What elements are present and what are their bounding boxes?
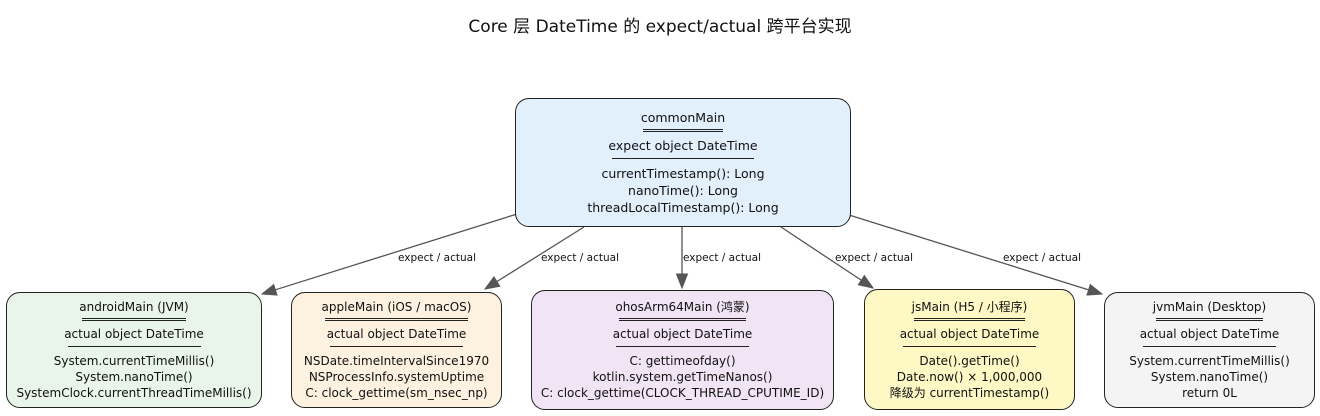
node-member: 降级为 currentTimestamp() <box>889 385 1050 400</box>
single-divider <box>616 346 749 347</box>
node-declaration: actual object DateTime <box>64 327 204 341</box>
edge-line <box>496 226 585 283</box>
node-apple-main: appleMain (iOS / macOS) actual object Da… <box>291 292 502 408</box>
node-title: appleMain (iOS / macOS) <box>321 300 472 314</box>
single-divider <box>612 158 754 159</box>
double-divider <box>82 318 186 321</box>
node-member: System.currentTimeMillis() <box>53 354 215 368</box>
node-declaration: actual object DateTime <box>899 326 1040 341</box>
edge-label: expect / actual <box>835 252 913 264</box>
node-member: SystemClock.currentThreadTimeMillis() <box>16 386 252 400</box>
single-divider <box>67 346 201 347</box>
double-divider <box>325 318 468 321</box>
node-member: NSDate.timeIntervalSince1970 <box>303 354 490 368</box>
node-android-main: androidMain (JVM) actual object DateTime… <box>6 292 262 408</box>
node-member: System.currentTimeMillis() <box>1129 354 1290 368</box>
edge-0: expect / actual <box>260 213 518 296</box>
node-member: NSProcessInfo.systemUptime <box>308 370 485 384</box>
node-ohos-arm64-main: ohosArm64Main (鸿蒙) actual object DateTim… <box>531 290 834 410</box>
edge-label: expect / actual <box>1003 252 1081 264</box>
arrowhead-icon <box>675 273 689 290</box>
arrowhead-icon <box>260 283 278 296</box>
arrowhead-icon <box>857 274 875 289</box>
double-divider <box>643 129 723 132</box>
edge-label: expect / actual <box>683 252 761 264</box>
node-declaration: actual object DateTime <box>612 327 753 341</box>
node-member: C: clock_gettime(CLOCK_THREAD_CPUTIME_ID… <box>540 386 825 400</box>
node-member: C: gettimeofday() <box>629 354 736 368</box>
edge-line <box>275 213 518 291</box>
node-title: androidMain (JVM) <box>79 300 189 314</box>
edge-line <box>848 214 1089 291</box>
diagram-title: Core 层 DateTime 的 expect/actual 跨平台实现 <box>468 17 852 37</box>
node-common-main: commonMain expect object DateTime curren… <box>515 98 851 227</box>
arrowhead-icon <box>483 276 501 290</box>
single-divider <box>903 345 1036 347</box>
double-divider <box>1155 318 1264 321</box>
single-divider <box>1143 346 1276 347</box>
edge-label: expect / actual <box>541 252 619 264</box>
edge-label: expect / actual <box>398 252 476 264</box>
node-title: jvmMain (Desktop) <box>1152 300 1267 314</box>
node-js-main: jsMain (H5 / 小程序) actual object DateTime… <box>864 289 1075 410</box>
node-declaration: expect object DateTime <box>608 138 758 153</box>
node-member: nanoTime(): Long <box>628 183 738 198</box>
node-title: commonMain <box>640 110 726 125</box>
node-title: jsMain (H5 / 小程序) <box>911 299 1028 314</box>
double-divider <box>914 317 1025 321</box>
double-divider <box>618 318 747 321</box>
edge-4: expect / actual <box>848 214 1104 296</box>
edge-3: expect / actual <box>780 226 913 289</box>
arrowhead-icon <box>1086 283 1104 296</box>
node-member: threadLocalTimestamp(): Long <box>587 200 779 215</box>
edge-2: expect / actual <box>675 227 761 290</box>
edge-1: expect / actual <box>483 226 619 290</box>
node-jvm-main: jvmMain (Desktop) actual object DateTime… <box>1104 292 1315 408</box>
node-member: Date().getTime() <box>919 353 1020 368</box>
node-member: return 0L <box>1182 386 1237 400</box>
node-declaration: actual object DateTime <box>1139 327 1280 341</box>
node-member: System.nanoTime() <box>1150 370 1269 384</box>
node-member: kotlin.system.getTimeNanos() <box>592 370 773 384</box>
node-member: C: clock_gettime(sm_nsec_np) <box>305 386 488 400</box>
single-divider <box>330 346 463 347</box>
node-member: System.nanoTime() <box>75 370 193 384</box>
node-title: ohosArm64Main (鸿蒙) <box>615 300 750 314</box>
node-declaration: actual object DateTime <box>326 327 467 341</box>
node-member: currentTimestamp(): Long <box>601 166 765 181</box>
node-member: Date.now() × 1,000,000 <box>896 369 1043 384</box>
edge-line <box>780 226 862 281</box>
